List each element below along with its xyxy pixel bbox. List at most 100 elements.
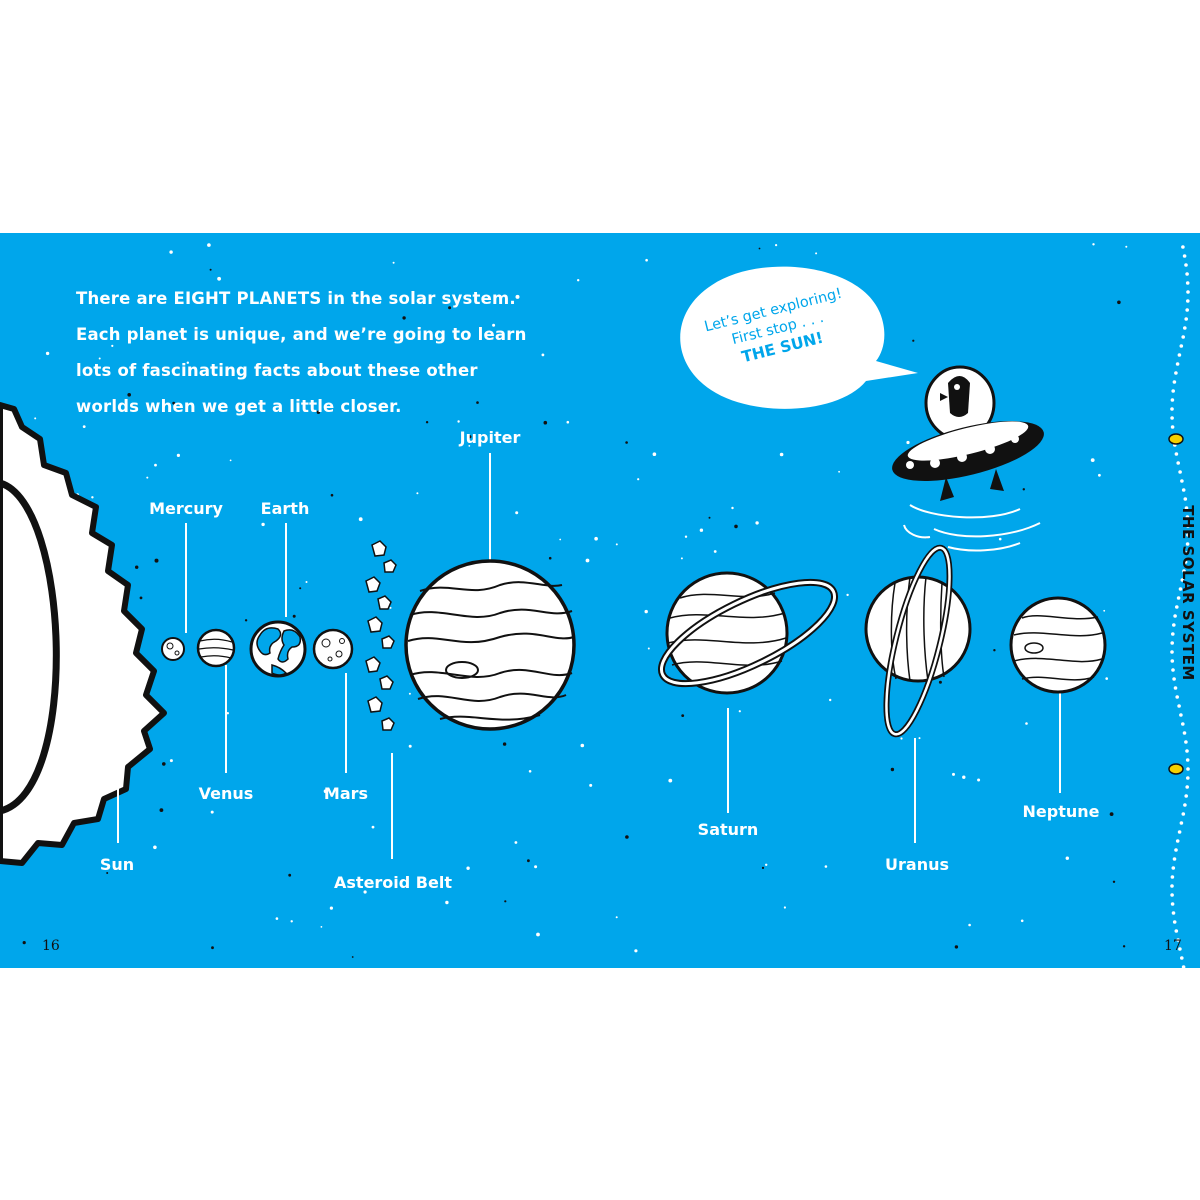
star (668, 778, 673, 783)
star (288, 873, 292, 877)
star (445, 900, 449, 905)
star (389, 606, 392, 609)
star (1090, 458, 1095, 462)
star (106, 872, 109, 874)
page-number-right: 17 (1164, 938, 1182, 954)
edge-dot (1186, 299, 1190, 303)
star (684, 535, 688, 538)
edge-dot (1170, 884, 1174, 888)
edge-dot (1186, 776, 1190, 780)
star (504, 900, 507, 903)
star (906, 440, 910, 445)
star (1112, 880, 1116, 883)
edge-dot (1186, 290, 1190, 294)
edge-dot (1174, 452, 1179, 456)
edge-dot (1178, 587, 1183, 591)
star (829, 698, 832, 702)
star (98, 357, 101, 360)
edge-dot (1184, 263, 1188, 267)
edge-dot (1178, 947, 1182, 951)
star (1109, 812, 1114, 816)
star (977, 778, 981, 782)
star (416, 492, 419, 495)
uranus-illustration (864, 544, 972, 738)
edge-dot (1175, 695, 1179, 699)
edge-dot (1172, 920, 1177, 924)
star (1103, 609, 1106, 612)
star (900, 737, 903, 740)
star (351, 956, 354, 958)
edge-dot (1186, 524, 1190, 528)
star (330, 493, 334, 497)
edge-dot (1183, 803, 1187, 807)
star (226, 712, 229, 715)
edge-dot (1176, 596, 1181, 600)
speech-bubble (680, 266, 918, 409)
edge-dot (1170, 416, 1174, 420)
star (261, 522, 265, 527)
label-jupiter: Jupiter (459, 428, 521, 447)
edge-dot (1174, 848, 1178, 852)
edge-dot (1186, 533, 1190, 537)
star (211, 946, 214, 950)
edge-dot (1185, 785, 1189, 789)
edge-dot (1175, 839, 1180, 843)
star (515, 294, 520, 299)
label-earth: Earth (260, 499, 310, 518)
edge-dot (1181, 722, 1185, 726)
edge-dot (1186, 767, 1190, 771)
edge-dot (1179, 344, 1184, 348)
edge-dot (1182, 254, 1187, 258)
star (363, 890, 367, 894)
star (1117, 300, 1121, 305)
book-spread: There are EIGHT PLANETS in the solar sys… (0, 233, 1200, 968)
star (680, 557, 683, 560)
star (625, 835, 629, 839)
mercury-illustration (161, 637, 185, 661)
star (229, 459, 232, 462)
star (838, 470, 840, 473)
star (625, 441, 628, 444)
star (350, 330, 353, 333)
star (1098, 473, 1101, 477)
star (292, 614, 296, 618)
edge-dot (1177, 830, 1182, 834)
star (135, 565, 139, 569)
edge-dot (1173, 614, 1177, 618)
star (392, 261, 395, 264)
edge-dot (1179, 821, 1184, 825)
star (290, 920, 293, 923)
star (34, 417, 37, 420)
edge-dot (1172, 677, 1176, 681)
edge-dot (1180, 578, 1185, 582)
star (1022, 488, 1025, 491)
star (45, 351, 50, 356)
edge-dot (1184, 506, 1189, 510)
star (146, 476, 149, 479)
page-number-left: 16 (42, 938, 60, 954)
star (468, 445, 471, 447)
star (209, 268, 212, 271)
star (528, 770, 532, 773)
star (938, 680, 942, 684)
edge-dot (1185, 308, 1189, 312)
edge-dot (1173, 686, 1178, 690)
edge-dot (1174, 929, 1179, 933)
star (448, 306, 452, 310)
star (1122, 945, 1126, 948)
star (466, 866, 470, 870)
star (993, 649, 996, 652)
star (594, 536, 598, 541)
edge-dot (1185, 515, 1190, 519)
star (527, 859, 530, 863)
edge-dot (1184, 740, 1188, 744)
star (637, 478, 640, 481)
star (615, 916, 618, 919)
label-venus: Venus (198, 784, 254, 803)
star (329, 906, 333, 910)
star (425, 421, 429, 424)
star (615, 543, 618, 546)
star (153, 845, 157, 850)
label-saturn: Saturn (697, 820, 759, 839)
label-uranus: Uranus (885, 855, 949, 874)
